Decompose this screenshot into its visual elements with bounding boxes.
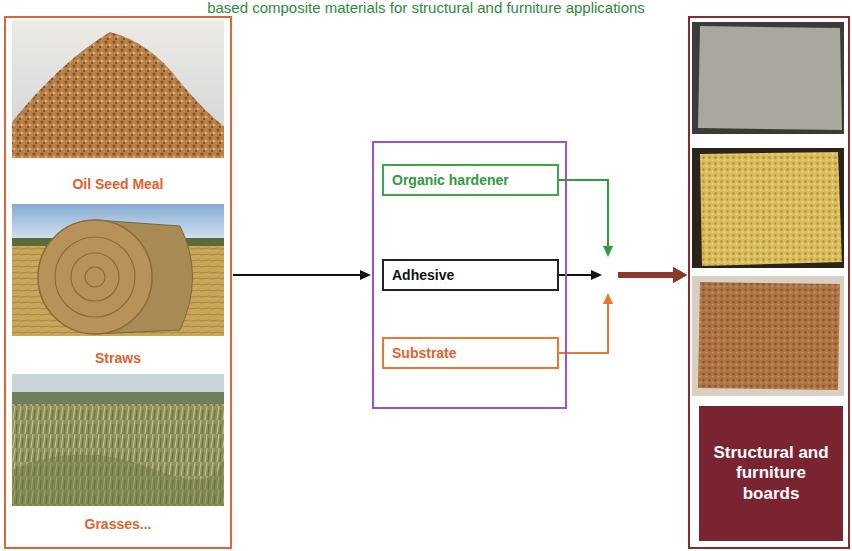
- brown-board-photo: [692, 276, 844, 396]
- diagram-title: based composite materials for structural…: [0, 0, 852, 15]
- particle-board-photo: [692, 148, 844, 268]
- process-group: Organic hardenerAdhesiveSubstrate: [372, 141, 567, 409]
- box-label: Substrate: [392, 345, 457, 362]
- process-box: Adhesive: [382, 259, 559, 291]
- photo-background: [12, 20, 224, 158]
- connector: [559, 275, 673, 353]
- bale-ring: [71, 253, 119, 301]
- grasses-photo: [12, 374, 224, 506]
- product-box: Structural and furniture boards: [699, 406, 843, 541]
- bale-face: [38, 220, 152, 334]
- bale-ring: [55, 237, 135, 317]
- merge-arrow: [559, 274, 591, 276]
- grey-board-photo: [692, 22, 844, 134]
- output-arrow: [618, 272, 673, 278]
- output-arrow: [618, 272, 673, 278]
- grass-field: [12, 404, 224, 506]
- oil-seed-meal-photo: [12, 20, 224, 158]
- product-panel: Structural and furniture boards: [688, 16, 850, 549]
- connector: [559, 275, 673, 276]
- connector: [559, 180, 673, 275]
- material-label: Oil Seed Meal: [6, 176, 230, 193]
- process-box: Organic hardener: [382, 164, 559, 196]
- process-box: Substrate: [382, 337, 559, 369]
- connector: [233, 275, 360, 276]
- board: [700, 152, 842, 266]
- bale-ring: [85, 267, 105, 287]
- grass-shadow: [12, 454, 224, 506]
- photo-background: [692, 22, 844, 134]
- meal-pile: [12, 32, 224, 158]
- material-label: Straws: [6, 350, 230, 367]
- photo-background: [692, 276, 844, 396]
- output-arrow: [618, 272, 673, 278]
- arrow-line: [233, 274, 360, 276]
- box-label: Organic hardener: [392, 172, 509, 189]
- box-label: Adhesive: [392, 267, 454, 284]
- tree-line: [12, 392, 224, 406]
- board: [698, 26, 842, 130]
- board: [698, 282, 840, 390]
- source-panel: Oil Seed MealStrawsGrasses...: [4, 16, 232, 549]
- material-label: Grasses...: [6, 516, 230, 533]
- box-label: Structural and furniture boards: [707, 443, 835, 504]
- photo-background: [692, 148, 844, 268]
- straw-bale-photo: [12, 204, 224, 336]
